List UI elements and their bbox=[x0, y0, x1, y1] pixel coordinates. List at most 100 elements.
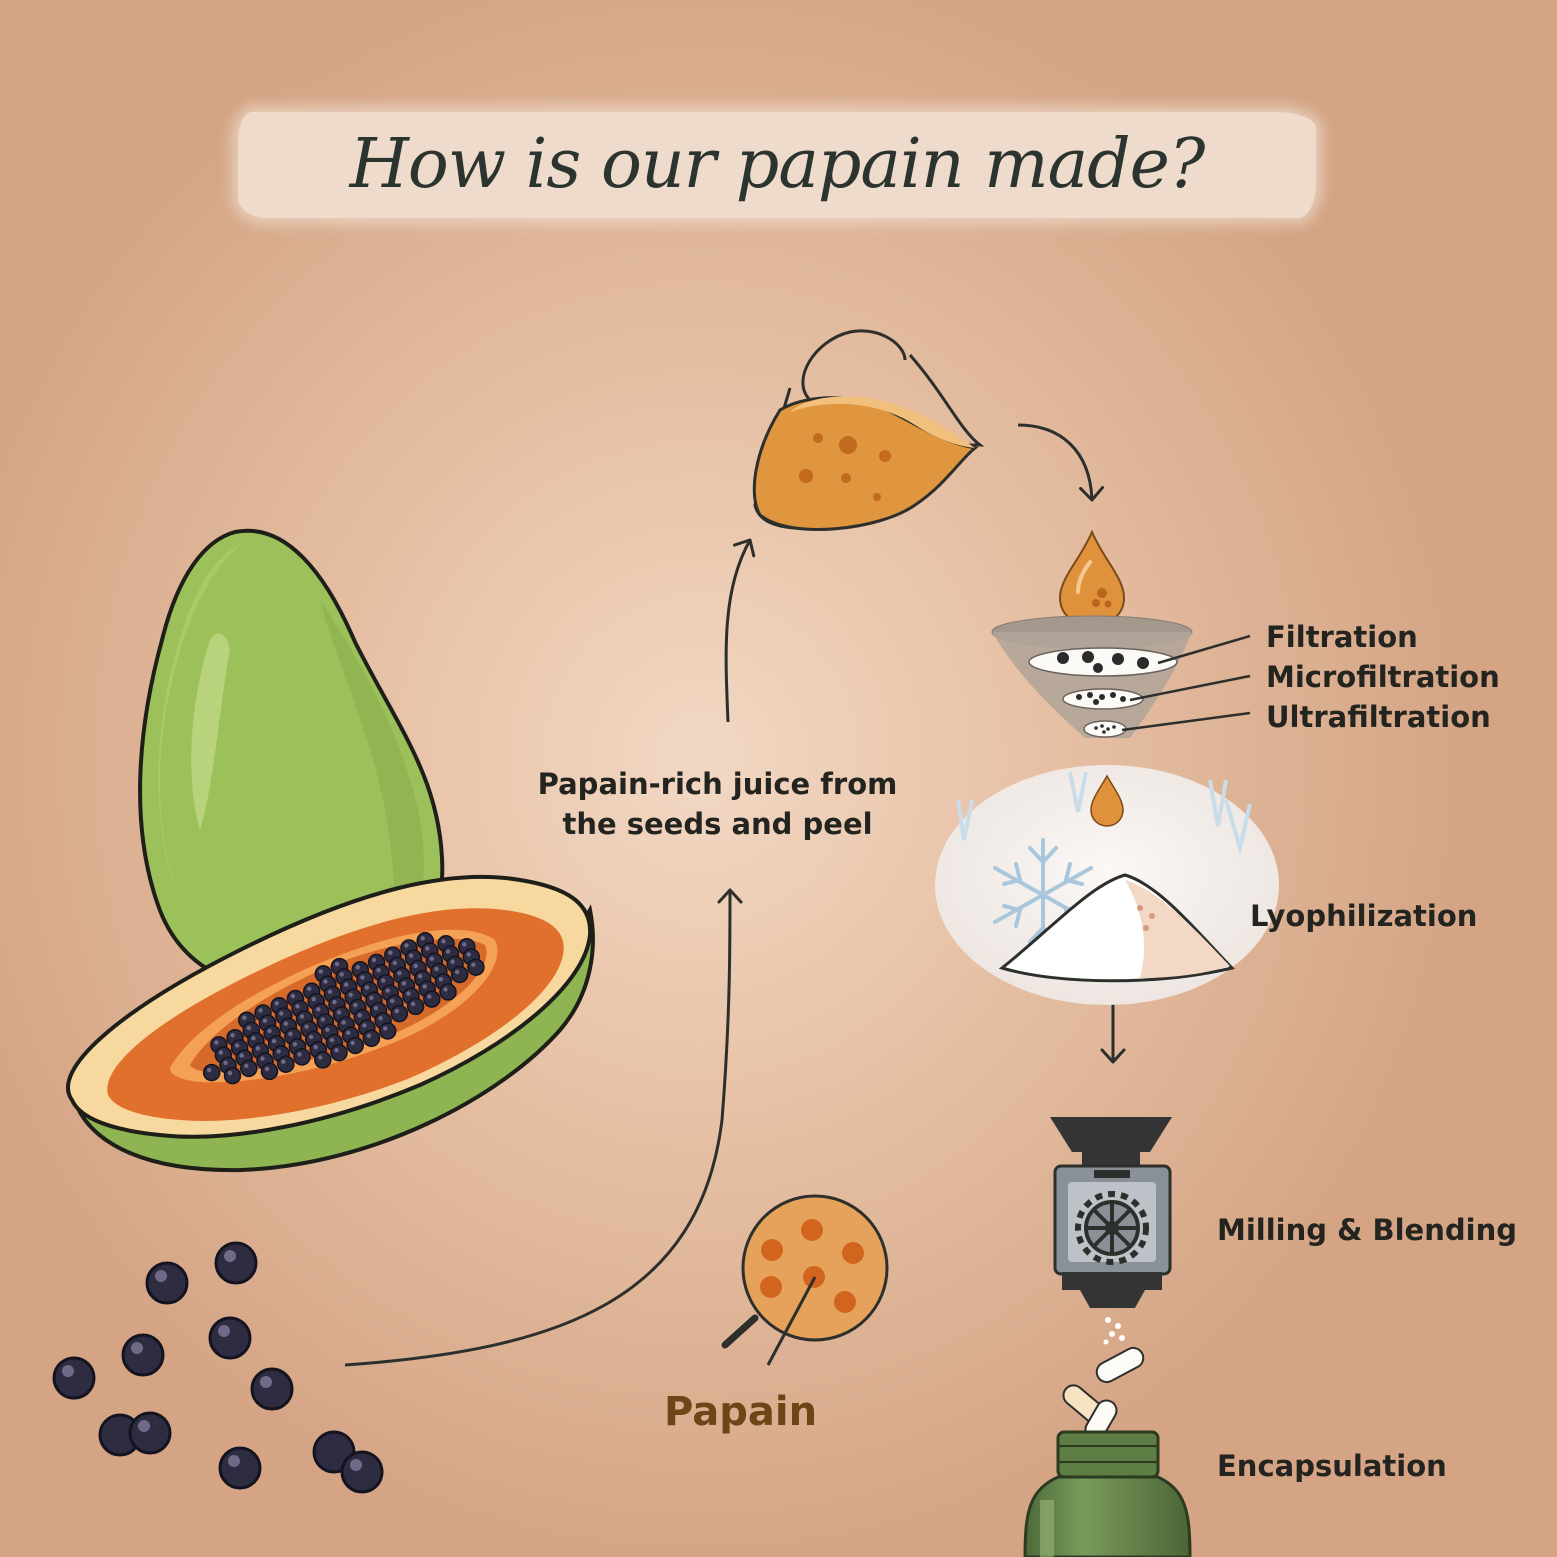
papaya-seed-highlight bbox=[262, 1018, 268, 1023]
papaya-seed-highlight bbox=[242, 1015, 247, 1020]
papain-label: Papain bbox=[664, 1389, 818, 1435]
lyophilization-label: Lyophilization bbox=[1250, 899, 1478, 933]
papaya-seed-highlight bbox=[385, 988, 390, 993]
papaya-seed-highlight bbox=[418, 974, 423, 979]
papaya-seed-highlight bbox=[404, 943, 409, 948]
papaya-seed bbox=[378, 1022, 397, 1040]
mill-grinder-illustration bbox=[1050, 1117, 1172, 1345]
papaya-seed-highlight bbox=[344, 982, 349, 987]
papaya-seed-highlight bbox=[336, 1010, 342, 1015]
papaya-seed-highlight bbox=[364, 985, 370, 990]
whole-papaya-illustration bbox=[138, 528, 445, 995]
papaya-seed-highlight bbox=[429, 956, 434, 961]
papaya-seed-highlight bbox=[348, 992, 353, 997]
juice-label-line1: Papain-rich juice from bbox=[537, 767, 898, 801]
papain-magnifier-illustration bbox=[721, 1194, 889, 1366]
papaya-seed-highlight bbox=[425, 946, 430, 951]
papaya-seed-highlight bbox=[443, 987, 448, 992]
papaya-seed-highlight bbox=[307, 986, 312, 991]
papaya-seed-highlight bbox=[394, 1008, 399, 1014]
papaya-seed-highlight bbox=[413, 963, 418, 969]
papaya-seed bbox=[202, 1063, 221, 1082]
papaya-seed-highlight bbox=[455, 969, 460, 975]
papaya-seed-highlight bbox=[366, 1033, 372, 1039]
papaya-seed-highlight bbox=[438, 977, 444, 982]
papaya-seed bbox=[223, 1066, 242, 1085]
papaya-seed-highlight bbox=[313, 1045, 318, 1050]
papaya-seed-highlight bbox=[318, 969, 323, 974]
ultrafiltration-label: Ultrafiltration bbox=[1266, 700, 1491, 734]
papaya-seed-highlight bbox=[406, 991, 411, 996]
papaya-seed-highlight bbox=[420, 936, 425, 941]
papaya-seed-highlight bbox=[422, 984, 427, 989]
papaya-seed-highlight bbox=[334, 961, 340, 967]
papaya-seed-highlight bbox=[355, 965, 360, 970]
papaya-seed-highlight bbox=[264, 1066, 270, 1072]
bottle-illustration bbox=[1023, 1430, 1192, 1557]
papaya-seed-highlight bbox=[373, 1005, 379, 1011]
papaya-seed-highlight bbox=[292, 1042, 298, 1047]
papaya-seed-highlight bbox=[279, 1011, 284, 1016]
papaya-seed bbox=[260, 1062, 279, 1081]
papaya-seed-highlight bbox=[244, 1063, 249, 1069]
papaya-seed-highlight bbox=[341, 1020, 346, 1025]
seed-cluster bbox=[202, 932, 485, 1085]
half-papaya-illustration bbox=[65, 874, 595, 1173]
papaya-seed bbox=[330, 1043, 348, 1062]
droplet-icon bbox=[1058, 529, 1126, 628]
papaya-seed-highlight bbox=[325, 1027, 330, 1032]
papaya-seed-highlight bbox=[362, 1023, 367, 1028]
papaya-seed-highlight bbox=[318, 1055, 323, 1060]
papaya-seed-highlight bbox=[401, 981, 407, 986]
papaya-seed-highlight bbox=[445, 949, 451, 954]
papaya-seed-highlight bbox=[334, 1048, 339, 1053]
papaya-seed-highlight bbox=[295, 1004, 300, 1009]
papaya-seed-highlight bbox=[239, 1053, 244, 1058]
page-title: How is our papain made? bbox=[349, 125, 1206, 204]
jug-illustration bbox=[752, 329, 985, 531]
papaya-seed-highlight bbox=[369, 995, 374, 1000]
papaya-seed-highlight bbox=[311, 996, 316, 1002]
funnel-filter-illustration bbox=[991, 615, 1193, 738]
papaya-seed-highlight bbox=[234, 1043, 240, 1048]
papaya-seed-highlight bbox=[299, 1014, 305, 1019]
papaya-seed-highlight bbox=[223, 1060, 228, 1066]
papaya-seed bbox=[423, 990, 441, 1008]
papaya-seed-highlight bbox=[283, 1021, 288, 1026]
papaya-seed-highlight bbox=[392, 960, 397, 966]
papaya-seed bbox=[240, 1059, 258, 1078]
papaya-seed bbox=[450, 965, 469, 984]
papaya-seed-highlight bbox=[466, 952, 471, 957]
papaya-seed-highlight bbox=[388, 950, 393, 955]
papaya-seed-highlight bbox=[267, 1028, 272, 1034]
papaya-seed-highlight bbox=[353, 1002, 358, 1008]
papaya-seed-highlight bbox=[320, 1017, 325, 1022]
juice-label: Papain-rich juice from the seeds and pee… bbox=[520, 764, 915, 844]
arrow-juice-to-jug bbox=[724, 538, 756, 723]
papaya-seed-highlight bbox=[346, 1030, 351, 1036]
papaya-seed-highlight bbox=[214, 1040, 219, 1045]
gear-icon bbox=[1075, 1191, 1149, 1265]
papaya-seed bbox=[293, 1048, 311, 1066]
papaya-seed-highlight bbox=[339, 972, 344, 977]
papaya-seed-highlight bbox=[410, 1001, 416, 1007]
papaya-seed-highlight bbox=[255, 1046, 261, 1051]
papaya-seed-highlight bbox=[288, 1031, 293, 1037]
microfiltration-label: Microfiltration bbox=[1266, 660, 1500, 694]
juice-label-line2: the seeds and peel bbox=[562, 807, 873, 841]
papaya-seed bbox=[277, 1055, 295, 1073]
papaya-seed-highlight bbox=[323, 979, 328, 984]
papaya-seed-highlight bbox=[376, 968, 381, 973]
papaya-seed bbox=[406, 997, 425, 1016]
filter-leader-lines bbox=[1121, 634, 1251, 732]
papaya-seed-highlight bbox=[271, 1039, 277, 1044]
papaya-seed-highlight bbox=[390, 998, 395, 1004]
papaya-seed-highlight bbox=[357, 1013, 362, 1018]
milling-blending-label: Milling & Blending bbox=[1217, 1213, 1517, 1247]
papaya-seed-highlight bbox=[332, 999, 337, 1005]
title-brush-background bbox=[238, 112, 1316, 218]
papaya-seed-highlight bbox=[227, 1070, 233, 1076]
papaya-seed bbox=[390, 1004, 409, 1023]
